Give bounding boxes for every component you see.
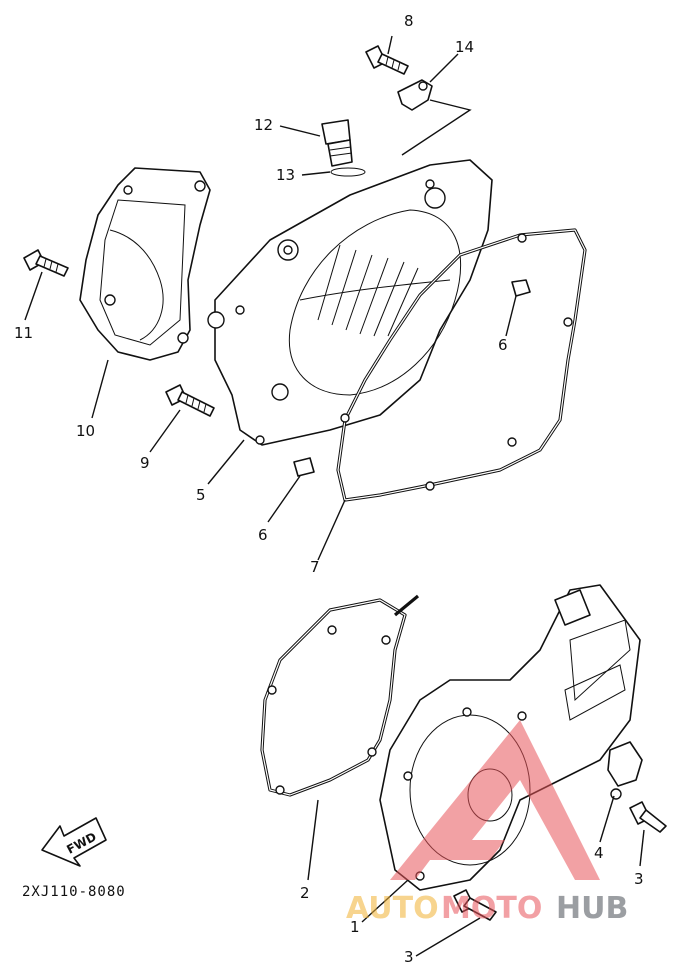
fwd-arrow: FWD [41, 817, 107, 867]
part-3-bolt-bottom [453, 889, 497, 921]
callout-11: 11 [14, 324, 33, 342]
leader-lines [24, 35, 645, 957]
part-13-o-ring [330, 167, 366, 177]
part-6-dowel-pin-upper [511, 279, 531, 297]
part-5-crankcase-cover [207, 159, 493, 446]
callout-4: 4 [594, 844, 604, 862]
watermark-hub: HUB [556, 891, 628, 926]
callout-9: 9 [140, 454, 150, 472]
callout-13: 13 [276, 166, 295, 184]
part-14-clamp [397, 79, 433, 111]
callout-10: 10 [76, 422, 95, 440]
callout-12: 12 [254, 116, 273, 134]
callout-5: 5 [196, 486, 206, 504]
part-8-bolt [365, 45, 409, 75]
part-9-bolt [165, 384, 215, 417]
watermark-auto: AUTO [346, 891, 439, 926]
part-3-bolt-right [629, 801, 667, 833]
part-6-dowel-pin-lower [293, 457, 315, 477]
callout-1: 1 [350, 918, 360, 936]
part-7-gasket [336, 228, 587, 502]
callout-labels: 8 14 12 13 11 10 6 9 5 6 7 2 4 3 1 3 [14, 12, 644, 966]
watermark-triangle-icon [390, 720, 600, 880]
callout-6-lower: 6 [258, 526, 268, 544]
reference-code: 2XJ110-8080 [22, 884, 126, 900]
part-10-outer-cover [79, 167, 211, 361]
callout-3-bottom: 3 [404, 948, 414, 966]
callout-2: 2 [300, 884, 310, 902]
watermark-moto: MOTO [441, 891, 542, 926]
callout-6-upper: 6 [498, 336, 508, 354]
callout-14: 14 [455, 38, 474, 56]
watermark-logo: AUTO MOTO HUB [346, 720, 628, 926]
part-12-plug [321, 119, 353, 167]
callout-8: 8 [404, 12, 414, 30]
part-2-gasket [260, 594, 420, 797]
part-11-bolt [23, 249, 69, 277]
callout-7: 7 [310, 558, 320, 576]
callout-3-right: 3 [634, 870, 644, 888]
